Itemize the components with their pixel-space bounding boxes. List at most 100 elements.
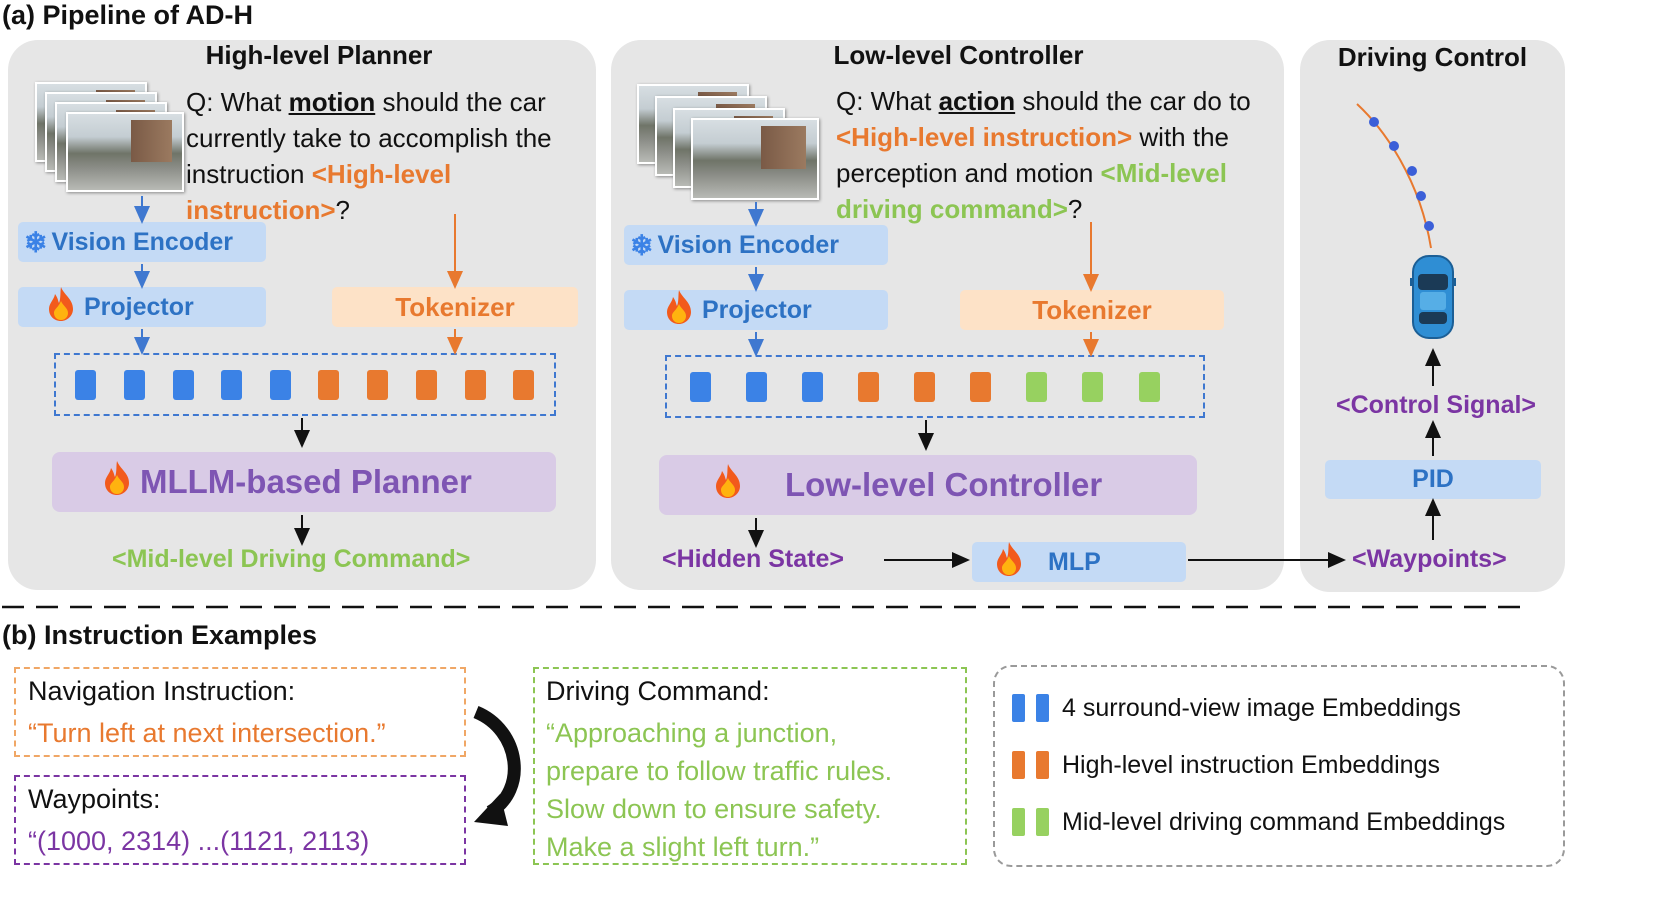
flame-icon bbox=[46, 286, 76, 329]
projector-label: Projector bbox=[702, 295, 812, 324]
car-icon bbox=[1410, 254, 1456, 340]
projector-box: Projector bbox=[624, 289, 888, 332]
question-keyword: action bbox=[938, 86, 1016, 116]
driving-command-box bbox=[533, 667, 967, 865]
legend-swatch-instruction bbox=[1036, 751, 1049, 779]
instruction-token bbox=[858, 372, 879, 402]
control-signal-label: <Control Signal> bbox=[1336, 391, 1537, 419]
mlp-label: MLP bbox=[1048, 547, 1101, 576]
vision-encoder-box: ❄Vision Encoder bbox=[624, 225, 888, 265]
mllm-planner-box: MLLM-based Planner bbox=[52, 452, 556, 512]
high-level-question: Q: What motion should the car currently … bbox=[186, 84, 586, 228]
question-highlight: instruction> bbox=[186, 195, 336, 225]
low-level-controller-title: Low-level Controller bbox=[833, 40, 1084, 70]
vision-encoder-box: ❄Vision Encoder bbox=[18, 222, 266, 262]
instruction-token bbox=[465, 370, 486, 400]
driving-command-line: prepare to follow traffic rules. bbox=[546, 756, 893, 786]
waypoints-heading: Waypoints: bbox=[28, 784, 161, 814]
snowflake-icon: ❄ bbox=[24, 226, 48, 258]
tokenizer-box: Tokenizer bbox=[960, 290, 1224, 330]
question-text: currently take to accomplish the bbox=[186, 123, 552, 153]
flame-icon bbox=[102, 460, 132, 504]
question-text: ? bbox=[1067, 194, 1083, 224]
waypoints-box bbox=[14, 775, 466, 865]
legend-swatch-command bbox=[1012, 808, 1025, 836]
low-level-question: Q: What action should the car do to <Hig… bbox=[836, 83, 1276, 227]
waypoints-text: “(1000, 2314) ...(1121, 2113) bbox=[28, 826, 370, 856]
command-token bbox=[1026, 372, 1047, 402]
tokenizer-label: Tokenizer bbox=[395, 291, 515, 322]
hidden-state-label: <Hidden State> bbox=[662, 545, 844, 573]
command-token bbox=[1082, 372, 1103, 402]
question-text: instruction bbox=[186, 159, 312, 189]
image-token bbox=[221, 370, 242, 400]
image-token bbox=[173, 370, 194, 400]
question-text: ? bbox=[335, 195, 350, 225]
driving-command-line: Slow down to ensure safety. bbox=[546, 794, 882, 824]
projector-label: Projector bbox=[84, 292, 194, 321]
image-token bbox=[690, 372, 711, 402]
legend-swatch-image bbox=[1012, 694, 1025, 722]
question-text: should the car do to bbox=[1015, 86, 1251, 116]
legend-swatch-command bbox=[1036, 808, 1049, 836]
snowflake-icon: ❄ bbox=[630, 229, 654, 261]
question-keyword: motion bbox=[288, 87, 376, 117]
question-text: should the car bbox=[375, 87, 546, 117]
legend-label-image: 4 surround-view image Embeddings bbox=[1062, 694, 1461, 722]
question-text: with the bbox=[1132, 122, 1229, 152]
navigation-instruction-heading: Navigation Instruction: bbox=[28, 676, 296, 706]
instruction-token bbox=[914, 372, 935, 402]
token-sequence bbox=[665, 355, 1205, 418]
question-highlight: <Mid-level bbox=[1100, 158, 1227, 188]
tokenizer-label: Tokenizer bbox=[1032, 294, 1152, 325]
pid-label: PID bbox=[1412, 465, 1454, 493]
camera-image bbox=[691, 118, 819, 200]
driving-control-title: Driving Control bbox=[1337, 42, 1528, 72]
section-b-title: (b) Instruction Examples bbox=[2, 620, 318, 650]
question-text: Q: What bbox=[186, 87, 289, 117]
mlp-box: MLP bbox=[972, 541, 1186, 584]
question-highlight: <High-level instruction> bbox=[836, 122, 1133, 152]
mid-level-command-output: <Mid-level Driving Command> bbox=[112, 545, 471, 573]
vision-encoder-label: Vision Encoder bbox=[657, 230, 839, 259]
token-sequence bbox=[54, 353, 556, 416]
driving-command-line: Make a slight left turn.” bbox=[546, 832, 820, 862]
question-text: Q: What bbox=[836, 86, 939, 116]
instruction-token bbox=[367, 370, 388, 400]
command-token bbox=[1139, 372, 1160, 402]
flame-icon bbox=[664, 289, 694, 332]
projector-box: Projector bbox=[18, 286, 266, 329]
driving-command-line: “Approaching a junction, bbox=[546, 718, 838, 748]
image-token bbox=[75, 370, 96, 400]
legend-label-instruction: High-level instruction Embeddings bbox=[1062, 751, 1440, 779]
legend-swatch-instruction bbox=[1012, 751, 1025, 779]
camera-image bbox=[66, 112, 184, 192]
image-token bbox=[802, 372, 823, 402]
question-highlight: driving command> bbox=[836, 194, 1068, 224]
navigation-instruction-box bbox=[14, 667, 466, 757]
vision-encoder-label: Vision Encoder bbox=[51, 227, 233, 256]
driving-command-heading: Driving Command: bbox=[546, 676, 770, 706]
image-token bbox=[124, 370, 145, 400]
low-level-controller-box: Low-level Controller bbox=[659, 455, 1197, 515]
instruction-token bbox=[970, 372, 991, 402]
legend-label-command: Mid-level driving command Embeddings bbox=[1062, 808, 1506, 836]
tokenizer-box: Tokenizer bbox=[332, 287, 578, 327]
instruction-token bbox=[416, 370, 437, 400]
controller-label: Low-level Controller bbox=[785, 466, 1103, 503]
waypoints-label: <Waypoints> bbox=[1352, 545, 1507, 573]
question-highlight: <High-level bbox=[311, 159, 452, 189]
instruction-token bbox=[513, 370, 534, 400]
navigation-instruction-text: “Turn left at next intersection.” bbox=[28, 718, 386, 748]
flame-icon bbox=[713, 463, 743, 507]
high-level-planner-title: High-level Planner bbox=[205, 40, 433, 70]
legend-swatch-image bbox=[1036, 694, 1049, 722]
flame-icon bbox=[994, 541, 1024, 584]
instruction-token bbox=[318, 370, 339, 400]
legend-box bbox=[993, 665, 1565, 867]
section-a-title: (a) Pipeline of AD-H bbox=[2, 0, 254, 30]
image-token bbox=[270, 370, 291, 400]
image-token bbox=[746, 372, 767, 402]
planner-label: MLLM-based Planner bbox=[140, 463, 472, 500]
